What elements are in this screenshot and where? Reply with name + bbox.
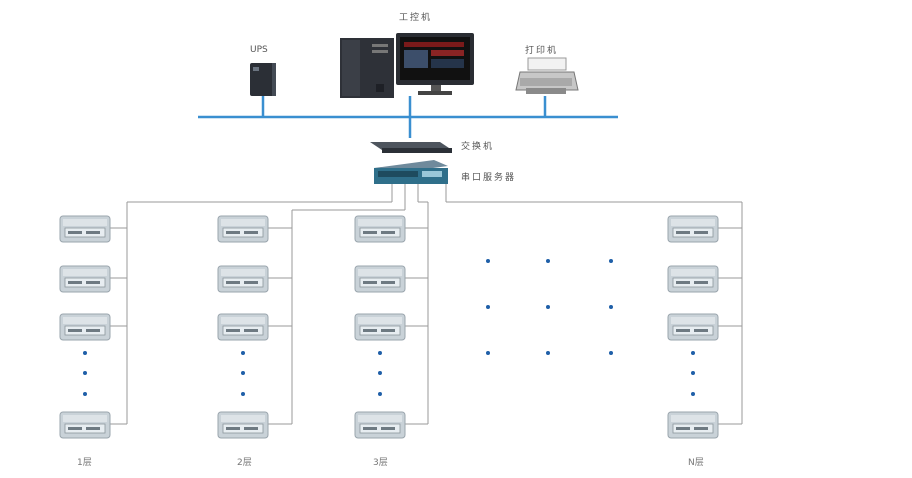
energy-meter-icon (59, 215, 111, 243)
column-label-2: 2层 (237, 458, 252, 468)
ellipsis-dot-grid (486, 259, 613, 355)
ellipsis-dot (691, 371, 695, 375)
energy-meter-icon (217, 411, 269, 439)
ellipsis-dot (691, 351, 695, 355)
energy-meter-icon (354, 313, 406, 341)
column-label-3: 3层 (373, 458, 388, 468)
ellipsis-dot (241, 351, 245, 355)
ellipsis-dot (378, 351, 382, 355)
energy-meter-icon (217, 265, 269, 293)
meter-columns (59, 184, 743, 439)
energy-meter-icon (667, 265, 719, 293)
energy-meter-icon (217, 215, 269, 243)
energy-meter-icon (667, 215, 719, 243)
column-label-1: 1层 (77, 458, 92, 468)
ups-icon (250, 63, 276, 96)
ellipsis-dot (378, 371, 382, 375)
ups-label: UPS (250, 45, 268, 55)
ellipsis-dot (378, 392, 382, 396)
workstation-label: 工控机 (399, 13, 433, 23)
energy-meter-icon (667, 411, 719, 439)
energy-meter-icon (354, 215, 406, 243)
ellipsis-dot (241, 392, 245, 396)
energy-meter-icon (59, 265, 111, 293)
column-label-n: N层 (688, 458, 704, 468)
serial-server-label: 串口服务器 (461, 173, 517, 183)
workstation-icon (340, 33, 474, 98)
energy-meter-icon (354, 411, 406, 439)
ellipsis-dot (691, 392, 695, 396)
energy-meter-icon (354, 265, 406, 293)
ellipsis-dot (241, 371, 245, 375)
printer-icon (515, 57, 579, 94)
energy-meter-icon (59, 411, 111, 439)
ellipsis-dot (83, 371, 87, 375)
serial-server-icon (374, 160, 448, 184)
ellipsis-dot (83, 351, 87, 355)
energy-meter-icon (217, 313, 269, 341)
switch-icon (370, 142, 452, 153)
switch-label: 交换机 (461, 142, 495, 152)
printer-label: 打印机 (525, 46, 559, 56)
energy-meter-icon (667, 313, 719, 341)
ellipsis-dot (83, 392, 87, 396)
energy-meter-icon (59, 313, 111, 341)
